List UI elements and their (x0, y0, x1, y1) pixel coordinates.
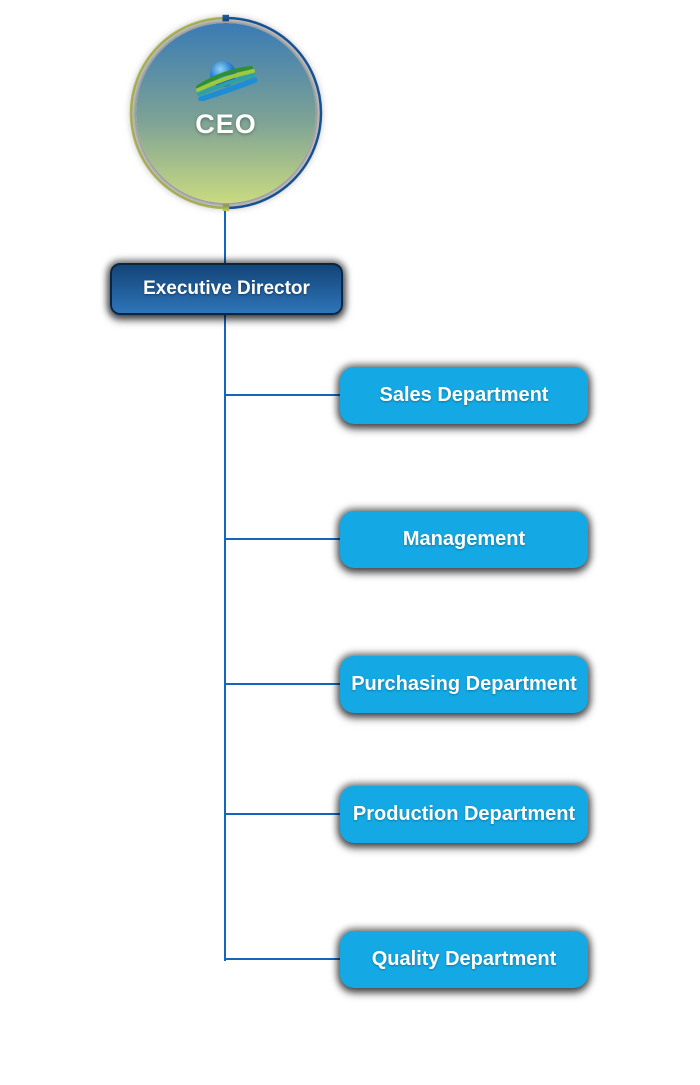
ceo-label: CEO (195, 109, 257, 139)
department-label: Management (402, 528, 526, 550)
connector-trunk (224, 208, 226, 961)
department-node-production[interactable]: Production Department (340, 786, 588, 843)
department-node-management[interactable]: Management (340, 511, 588, 568)
ceo-node[interactable]: CEO (126, 13, 326, 213)
ceo-ring (129, 14, 323, 211)
executive-director-node[interactable]: Executive Director (110, 263, 343, 315)
department-label: Quality Department (371, 948, 557, 970)
department-node-sales[interactable]: Sales Department (340, 367, 588, 424)
connector-branch-quality (226, 958, 340, 960)
connector-branch-purchasing (226, 683, 340, 685)
department-node-quality[interactable]: Quality Department (340, 931, 588, 988)
department-node-purchasing[interactable]: Purchasing Department (340, 656, 588, 713)
department-label: Production Department (352, 803, 576, 825)
ceo-circle: CEO (136, 23, 316, 203)
executive-director-label: Executive Director (143, 278, 310, 299)
department-label: Sales Department (379, 384, 549, 406)
connector-branch-management (226, 538, 340, 540)
department-label: Purchasing Department (351, 673, 577, 695)
company-logo-icon (196, 61, 257, 101)
connector-branch-sales (226, 394, 340, 396)
connector-branch-production (226, 813, 340, 815)
